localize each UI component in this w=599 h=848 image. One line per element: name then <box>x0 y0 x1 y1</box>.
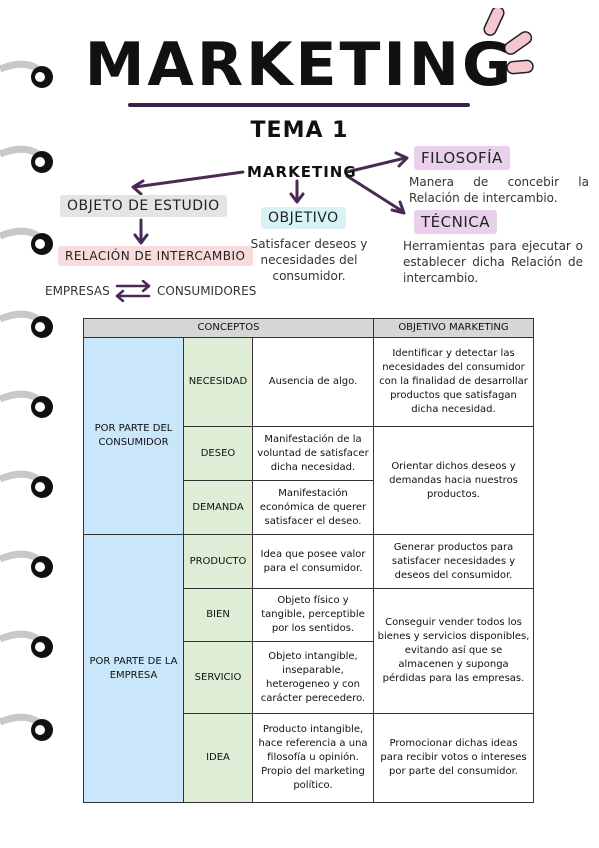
exchange-arrows-icon <box>115 280 151 302</box>
table-row: IDEA Producto intangible, hace referenci… <box>84 713 534 803</box>
ring-icon <box>0 470 53 498</box>
concept-cell: PRODUCTO <box>183 534 253 589</box>
diagram-center-label: MARKETING <box>247 163 357 181</box>
definition-cell: Ausencia de algo. <box>252 337 374 427</box>
objetivo-tag: OBJETIVO <box>261 207 346 229</box>
group-empresa: POR PARTE DE LA EMPRESA <box>83 534 184 803</box>
objetivo-description: Satisfacer deseos y necesidades del cons… <box>250 237 368 283</box>
definition-cell: Manifestación económica de querer satisf… <box>252 480 374 535</box>
concept-cell: IDEA <box>183 713 253 803</box>
ring-icon <box>0 713 53 741</box>
concept-cell: NECESIDAD <box>183 337 253 427</box>
ring-icon <box>0 60 53 88</box>
concept-cell: DESEO <box>183 426 253 481</box>
tecnica-description: Herramientas para ejecutar o establecer … <box>403 239 583 285</box>
consumidores-label: CONSUMIDORES <box>157 284 257 298</box>
objective-cell: Conseguir vender todos los bienes y serv… <box>373 588 534 714</box>
objective-cell: Identificar y detectar las necesidades d… <box>373 337 534 427</box>
relacion-intercambio-tag: RELACIÓN DE INTERCAMBIO <box>58 246 253 266</box>
concept-cell: SERVICIO <box>183 641 253 714</box>
ring-icon <box>0 630 53 658</box>
concept-cell: BIEN <box>183 588 253 642</box>
filosofia-tag: FILOSOFÍA <box>414 146 510 170</box>
ring-icon <box>0 310 53 338</box>
page-title: MARKETING <box>84 30 515 100</box>
definition-cell: Objeto físico y tangible, perceptible po… <box>252 588 374 642</box>
table-row: POR PARTE DE LA EMPRESA PRODUCTO Idea qu… <box>83 534 534 803</box>
ring-icon <box>0 227 53 255</box>
table-row: BIEN Objeto físico y tangible, perceptib… <box>84 588 534 714</box>
objeto-estudio-tag: OBJETO DE ESTUDIO <box>60 195 227 217</box>
table-row: POR PARTE DEL CONSUMIDOR NECESIDAD Ausen… <box>83 337 534 535</box>
table-row: DESEO Manifestación de la voluntad de sa… <box>84 426 534 535</box>
page-subtitle: TEMA 1 <box>250 118 349 143</box>
concept-arrows <box>131 151 409 245</box>
concept-cell: DEMANDA <box>183 480 253 535</box>
filosofia-description: Manera de concebir la Relación de interc… <box>409 175 589 205</box>
definition-cell: Objeto intangible, inseparable, heteroge… <box>252 641 374 714</box>
table-row: DEMANDA Manifestación económica de quere… <box>84 480 534 535</box>
definition-cell: Producto intangible, hace referencia a u… <box>252 713 374 803</box>
title-underline <box>128 103 470 107</box>
table-row: SERVICIO Objeto intangible, inseparable,… <box>84 641 534 714</box>
empresas-label: EMPRESAS <box>45 284 110 298</box>
header-objetivo-marketing: OBJETIVO MARKETING <box>373 318 534 338</box>
definition-cell: Idea que posee valor para el consumidor. <box>252 534 374 589</box>
definition-cell: Manifestación de la voluntad de satisfac… <box>252 426 374 481</box>
tecnica-tag: TÉCNICA <box>414 210 497 234</box>
header-conceptos: CONCEPTOS <box>83 318 374 338</box>
ring-icon <box>0 390 53 418</box>
concepts-table: CONCEPTOS OBJETIVO MARKETING POR PARTE D… <box>83 318 534 803</box>
objective-cell: Orientar dichos deseos y demandas hacia … <box>373 426 534 535</box>
objective-cell: Promocionar dichas ideas para recibir vo… <box>373 713 534 803</box>
objective-cell: Generar productos para satisfacer necesi… <box>373 534 534 589</box>
table-header-row: CONCEPTOS OBJETIVO MARKETING <box>83 318 534 338</box>
ring-icon <box>0 145 53 173</box>
ring-icon <box>0 550 53 578</box>
sparkle-decoration-icon <box>483 8 534 75</box>
group-consumidor: POR PARTE DEL CONSUMIDOR <box>83 337 184 535</box>
